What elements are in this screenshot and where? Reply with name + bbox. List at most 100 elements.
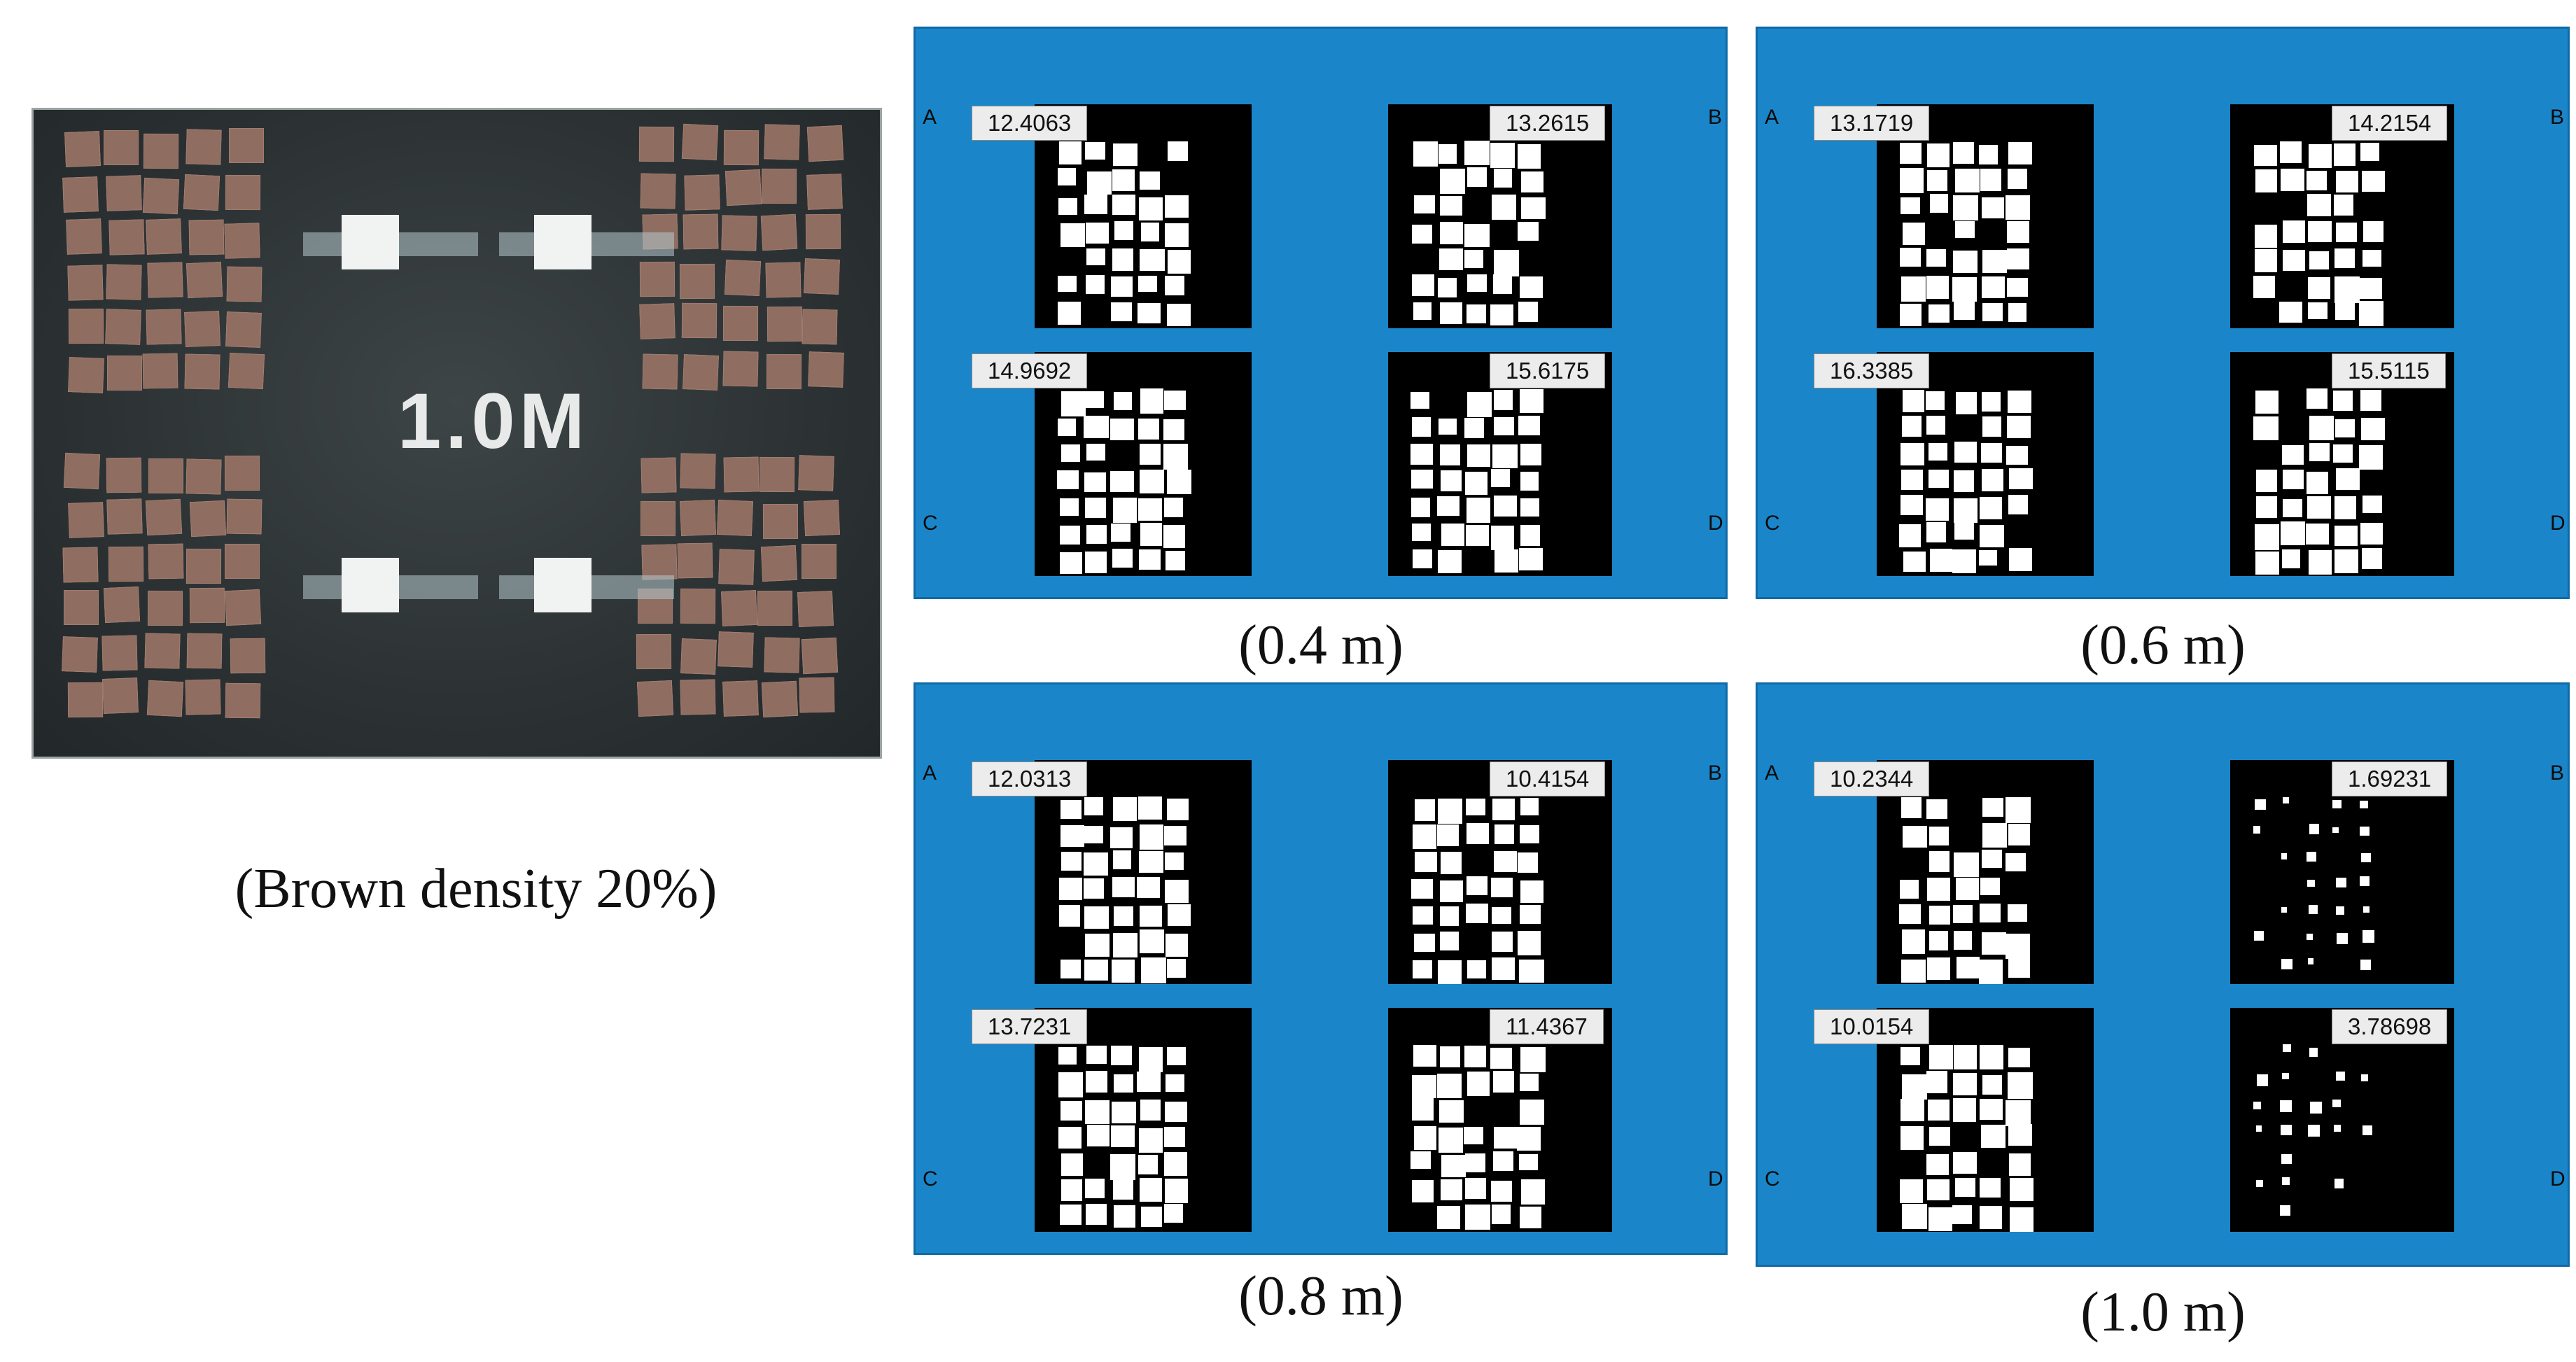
white-blob xyxy=(1466,876,1488,896)
brown-tile xyxy=(639,302,676,339)
white-blob xyxy=(1464,250,1483,269)
white-blob xyxy=(1982,416,2001,437)
value-label-b: 13.2615 xyxy=(1490,106,1606,141)
brown-tile xyxy=(186,633,223,669)
white-blob xyxy=(2009,468,2033,490)
white-blob xyxy=(1953,931,1973,950)
white-blob xyxy=(1058,301,1082,325)
binary-image-a xyxy=(1877,760,2094,984)
white-blob xyxy=(1084,960,1108,981)
white-blob xyxy=(2306,194,2332,216)
white-blob xyxy=(2281,853,2288,859)
brown-tile xyxy=(142,353,178,389)
brown-tile xyxy=(188,219,225,255)
white-blob xyxy=(1439,906,1460,927)
brown-tile xyxy=(105,175,142,211)
value-label-d: 11.4367 xyxy=(1490,1009,1604,1044)
brown-tile xyxy=(636,633,672,670)
white-blob xyxy=(1491,468,1511,488)
white-blob xyxy=(1493,169,1513,188)
white-blob xyxy=(1139,1047,1163,1073)
white-blob xyxy=(1901,276,1926,302)
white-blob xyxy=(1414,933,1436,953)
white-blob xyxy=(1926,275,1949,300)
white-blob xyxy=(2007,415,2031,439)
white-blob xyxy=(1465,1177,1486,1200)
quadrant-letter-d: D xyxy=(1708,1167,1723,1191)
white-blob xyxy=(1163,419,1185,440)
white-blob xyxy=(1517,144,1541,169)
white-blob xyxy=(1956,956,1980,978)
white-marker xyxy=(534,215,592,269)
white-blob xyxy=(1982,302,2003,322)
white-blob xyxy=(2334,549,2358,574)
brown-tile xyxy=(148,543,184,580)
white-blob xyxy=(1059,552,1082,575)
white-blob xyxy=(2005,933,2031,959)
white-blob xyxy=(1494,250,1520,276)
white-blob xyxy=(1059,878,1083,900)
brown-tile xyxy=(230,638,266,674)
white-blob xyxy=(2362,930,2374,943)
brown-tile xyxy=(225,175,261,211)
white-blob xyxy=(1110,471,1134,493)
white-blob xyxy=(1902,1204,1927,1229)
white-blob xyxy=(1519,960,1544,983)
white-blob xyxy=(1493,496,1517,517)
white-blob xyxy=(1520,498,1539,517)
white-blob xyxy=(2281,168,2305,192)
brown-tile xyxy=(185,679,221,715)
white-blob xyxy=(1114,1205,1135,1228)
white-blob xyxy=(1438,144,1457,164)
white-blob xyxy=(1060,959,1082,978)
white-blob xyxy=(1439,248,1464,270)
brown-tile xyxy=(757,590,793,626)
brown-tile xyxy=(186,261,223,299)
brown-tile xyxy=(723,129,759,165)
brown-tile xyxy=(67,357,104,394)
white-blob xyxy=(2307,220,2332,243)
white-blob xyxy=(1110,302,1132,322)
white-blob xyxy=(1439,931,1459,950)
white-blob xyxy=(2361,852,2371,863)
white-blob xyxy=(1902,389,1925,413)
white-blob xyxy=(1491,1204,1511,1224)
white-blob xyxy=(1953,1152,1977,1174)
white-blob xyxy=(1926,1153,1949,1175)
brown-tile xyxy=(102,678,139,715)
brown-tile xyxy=(104,130,139,166)
white-blob xyxy=(2283,1044,2291,1053)
white-blob xyxy=(1439,195,1462,216)
binary-image-c xyxy=(1035,1008,1252,1232)
brown-tile xyxy=(680,638,717,675)
white-blob xyxy=(1928,851,1950,872)
white-blob xyxy=(1113,906,1133,927)
binary-image-d xyxy=(1388,352,1612,576)
white-blob xyxy=(2334,419,2356,437)
white-blob xyxy=(2306,852,2317,862)
white-blob xyxy=(1163,444,1188,470)
quadrant-letter-b: B xyxy=(1708,106,1723,129)
white-blob xyxy=(1084,194,1107,215)
value-label-a: 10.2344 xyxy=(1814,761,1930,796)
white-blob xyxy=(2362,1125,2372,1136)
brown-tile xyxy=(186,458,222,495)
white-blob xyxy=(2282,445,2304,465)
white-marker xyxy=(342,558,399,612)
brown-tile xyxy=(797,591,834,628)
binary-image-c xyxy=(1877,1008,2094,1232)
white-blob xyxy=(1953,195,1978,220)
white-blob xyxy=(1979,960,2003,984)
white-blob xyxy=(2255,524,2280,550)
white-blob xyxy=(1491,525,1515,550)
brown-tile xyxy=(107,356,143,391)
white-blob xyxy=(1518,416,1541,435)
binary-image-a xyxy=(1035,760,1252,984)
white-blob xyxy=(2306,471,2329,495)
value-label-d: 15.5115 xyxy=(2332,353,2446,388)
white-blob xyxy=(1411,274,1434,297)
white-blob xyxy=(1084,472,1106,492)
white-blob xyxy=(1057,419,1076,436)
white-blob xyxy=(2255,552,2280,575)
